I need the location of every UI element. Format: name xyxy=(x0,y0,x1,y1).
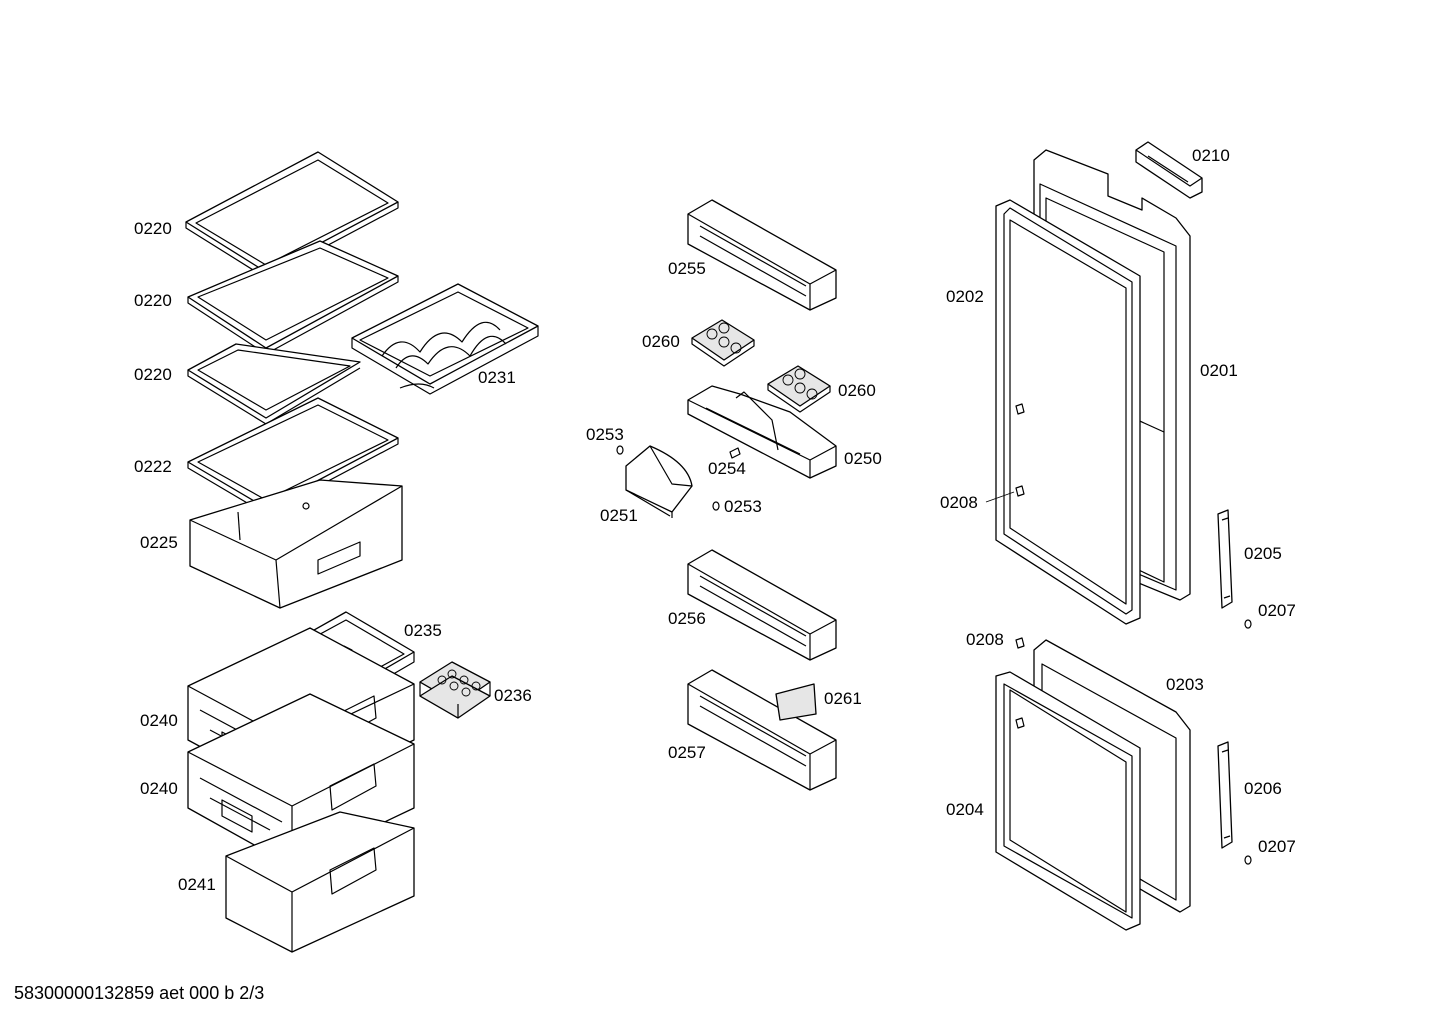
drawer-0241 xyxy=(225,811,415,953)
washer-0207-upper xyxy=(1244,619,1252,629)
door-gasket-0202 xyxy=(995,199,1141,625)
egg-rack-0236 xyxy=(419,661,491,719)
leader-line-0208 xyxy=(985,491,1015,503)
door-rack-0257 xyxy=(687,669,837,791)
part-label-0208-upper: 0208 xyxy=(940,493,978,512)
part-label-0220-second: 0220 xyxy=(134,291,172,310)
part-label-0220-top: 0220 xyxy=(134,219,172,238)
drawing-reference-number: 58300000132859 aet 000 b 2/3 xyxy=(14,983,265,1003)
part-label-0207-lower: 0207 xyxy=(1258,837,1296,856)
glass-shelf-0220-third xyxy=(187,343,361,425)
pin-0253-upper xyxy=(616,445,624,455)
part-label-0206: 0206 xyxy=(1244,779,1282,798)
screw-0208-a xyxy=(1015,403,1025,415)
glass-shelf-0220-top xyxy=(185,151,399,279)
cover-0251 xyxy=(625,445,693,518)
part-label-0203: 0203 xyxy=(1166,675,1204,694)
part-label-0240-lower: 0240 xyxy=(140,779,178,798)
box-0225 xyxy=(189,479,403,609)
part-label-0256: 0256 xyxy=(668,609,706,628)
door-rack-0250 xyxy=(687,385,837,479)
egg-holder-0260-left xyxy=(691,319,755,367)
part-label-0251: 0251 xyxy=(600,506,638,525)
part-label-0254: 0254 xyxy=(708,459,746,478)
part-label-0210: 0210 xyxy=(1192,146,1230,165)
part-label-0208-lower: 0208 xyxy=(966,630,1004,649)
handle-cover-0210 xyxy=(1135,141,1203,199)
screw-0254 xyxy=(729,447,741,459)
part-label-0207-upper: 0207 xyxy=(1258,601,1296,620)
part-label-0231: 0231 xyxy=(478,368,516,387)
egg-holder-0260-right xyxy=(767,365,831,413)
door-rack-0256 xyxy=(687,549,837,661)
part-label-0250: 0250 xyxy=(844,449,882,468)
glass-shelf-0220-second xyxy=(187,240,399,355)
hinge-0206 xyxy=(1217,741,1233,849)
part-label-0253-upper: 0253 xyxy=(586,425,624,444)
part-label-0202: 0202 xyxy=(946,287,984,306)
part-label-0261: 0261 xyxy=(824,689,862,708)
part-label-0253-lower: 0253 xyxy=(724,497,762,516)
hinge-0205 xyxy=(1217,509,1233,609)
part-label-0255: 0255 xyxy=(668,259,706,278)
part-label-0201: 0201 xyxy=(1200,361,1238,380)
screw-0208-b xyxy=(1015,485,1025,497)
part-label-0235: 0235 xyxy=(404,621,442,640)
part-label-0225: 0225 xyxy=(140,533,178,552)
part-label-0260-right: 0260 xyxy=(838,381,876,400)
part-label-0236: 0236 xyxy=(494,686,532,705)
freezer-gasket-0204 xyxy=(995,671,1141,931)
washer-0207-lower xyxy=(1244,855,1252,865)
bottle-rack-0231 xyxy=(351,283,539,395)
part-label-0240-upper: 0240 xyxy=(140,711,178,730)
part-label-0205: 0205 xyxy=(1244,544,1282,563)
screw-0208-c xyxy=(1015,637,1025,649)
pin-0253-lower xyxy=(712,501,720,511)
part-label-0257: 0257 xyxy=(668,743,706,762)
part-label-0241: 0241 xyxy=(178,875,216,894)
door-rack-0255 xyxy=(687,199,837,311)
part-label-0204: 0204 xyxy=(946,800,984,819)
part-label-0220-third: 0220 xyxy=(134,365,172,384)
divider-0261 xyxy=(775,683,817,721)
part-label-0222: 0222 xyxy=(134,457,172,476)
part-label-0260-left: 0260 xyxy=(642,332,680,351)
